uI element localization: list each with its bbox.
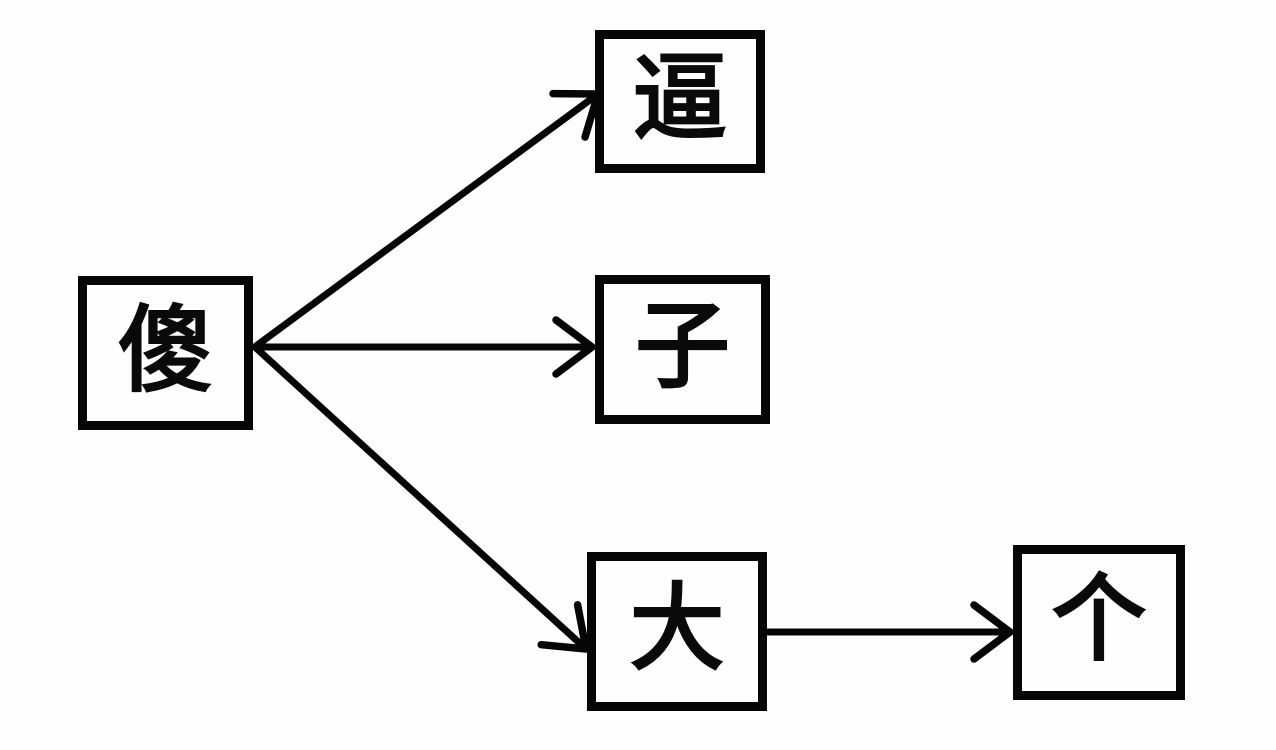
node-label: 个 bbox=[1051, 565, 1147, 675]
diagram-node-bi: 逼 bbox=[595, 30, 765, 173]
diagram-node-sha: 傻 bbox=[78, 276, 253, 430]
node-label: 逼 bbox=[632, 44, 728, 154]
edge-arrow-sha-to-bi bbox=[252, 89, 602, 350]
node-label: 大 bbox=[629, 574, 725, 684]
diagram-node-zi: 子 bbox=[595, 275, 770, 424]
node-label: 子 bbox=[634, 292, 730, 402]
node-label: 傻 bbox=[117, 295, 213, 406]
diagram-node-ge: 个 bbox=[1013, 545, 1185, 700]
diagram-node-da: 大 bbox=[587, 552, 767, 711]
edge-arrow-sha-to-da bbox=[252, 344, 590, 653]
